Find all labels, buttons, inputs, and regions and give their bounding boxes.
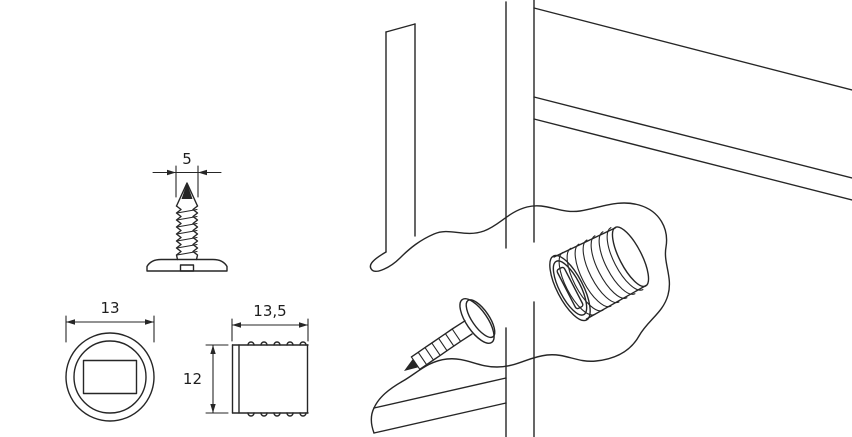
assembly-cutaway-view xyxy=(369,0,852,437)
cutaway-outline xyxy=(369,202,671,409)
right-panel xyxy=(505,0,535,437)
barrel-slot xyxy=(556,266,584,310)
screw-thread-lines xyxy=(176,208,198,256)
dimension-label-sleeve-length: 13,5 xyxy=(253,302,286,320)
barrel-ribs xyxy=(558,227,644,316)
sleeve-ribs-bottom xyxy=(247,412,307,417)
dimension-screw-width: 5 xyxy=(152,150,222,198)
dimension-arrow-down-icon xyxy=(210,404,216,413)
top-shelf-panel xyxy=(533,7,852,201)
dimension-arrow-up-icon xyxy=(210,345,216,354)
dimension-arrow-right-icon xyxy=(145,319,154,325)
screw-flange-notch xyxy=(179,264,195,272)
sleeve-ribs-top xyxy=(247,341,307,346)
cap-inner-circle xyxy=(73,340,147,414)
cap-top-view: 13 xyxy=(65,299,155,422)
screw-flange xyxy=(146,258,228,272)
barrel-front-face-outer xyxy=(549,254,591,322)
screw-lower-outline xyxy=(419,333,473,370)
screw-body xyxy=(146,182,228,272)
barrel-front-face-inner xyxy=(552,260,588,316)
screw-thread-right-edge xyxy=(192,205,199,261)
left-panel xyxy=(385,23,416,253)
dimension-arrow-left-icon xyxy=(232,322,241,328)
sleeve-body xyxy=(231,341,309,417)
assembly-screw xyxy=(404,298,496,371)
screw-tip xyxy=(181,183,193,199)
dimension-sleeve-diameter: 12 xyxy=(183,344,229,414)
dimension-label-cap-diameter: 13 xyxy=(100,299,119,317)
cap-slot xyxy=(82,359,138,395)
dimension-arrow-left-icon xyxy=(66,319,75,325)
cap-body xyxy=(65,332,155,422)
dimension-label-sleeve-diameter: 12 xyxy=(183,370,202,388)
dimension-arrow-right-icon xyxy=(299,322,308,328)
screw-upper-outline xyxy=(410,320,466,358)
sleeve-side-view: 13,5 12 xyxy=(183,302,309,417)
screw-flange-face xyxy=(465,299,496,339)
dimension-label-screw-width: 5 xyxy=(182,150,192,168)
screw-thread-rungs xyxy=(410,328,462,370)
dimension-arrow-left-icon xyxy=(198,169,207,176)
barrel-back-face xyxy=(611,226,650,288)
bottom-shelf-panel xyxy=(370,377,507,434)
cap-outer-circle xyxy=(65,332,155,422)
dimension-cap-diameter: 13 xyxy=(65,299,155,343)
screw-front-view: 5 xyxy=(146,150,228,272)
dimension-sleeve-length: 13,5 xyxy=(231,302,309,342)
assembly-barrel-nut xyxy=(549,226,650,322)
screw-flange-outer xyxy=(459,298,495,344)
screw-thread-left-edge xyxy=(175,205,182,261)
dimension-arrow-right-icon xyxy=(167,169,176,176)
